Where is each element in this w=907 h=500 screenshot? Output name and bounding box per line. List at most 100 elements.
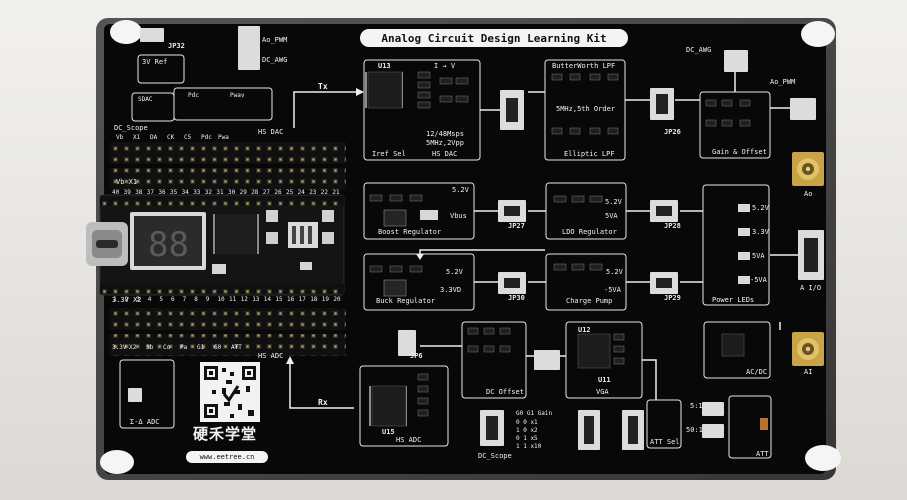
v33-x2-label: 3.3V X2 <box>112 296 142 304</box>
top-pin-num-1: 39 <box>123 189 131 196</box>
ai-label: AI <box>804 368 813 376</box>
top-pin-fn-6: Pwa <box>218 134 229 141</box>
standoff-bl <box>100 450 134 474</box>
bottom-pin-num-15: 16 <box>287 296 295 303</box>
bottom-pin-fn-1: X2 <box>129 344 137 351</box>
elliptic-label: Elliptic LPF <box>564 150 615 158</box>
gain-table-row-3: 0 1 x5 <box>516 435 538 442</box>
bottom-pin-fn-0: 3.3V <box>112 344 127 351</box>
pdc-label: Pdc <box>188 92 199 99</box>
boost-label: Boost Regulator <box>378 228 442 236</box>
bottom-pin-fn-6: G0 <box>214 344 222 351</box>
top-pin-num-17: 23 <box>309 189 317 196</box>
refdes-jp32: JP32 <box>168 42 185 50</box>
top-pin-num-9: 31 <box>216 189 224 196</box>
cp-voltage-1: 5.2V <box>606 268 623 276</box>
hs-adc-header-label: HS ADC <box>258 352 284 360</box>
bottom-pin-fn-5: G1 <box>197 344 205 351</box>
top-pin-num-13: 27 <box>262 189 271 196</box>
charge-pump-label: Charge Pump <box>566 297 613 305</box>
bottom-pin-num-16: 17 <box>298 296 306 303</box>
standoff-tr <box>801 21 835 47</box>
bottom-pin-fn-7: ATT <box>231 344 242 351</box>
buck-voltage-2: 3.3VD <box>440 286 462 294</box>
sdac-label: SDAC <box>138 96 153 103</box>
top-pin-fn-4: C5 <box>184 134 192 141</box>
bottom-pin-num-10: 11 <box>229 296 237 303</box>
bottom-pin-num-7: 8 <box>194 296 198 303</box>
refdes-u15: U15 <box>382 428 395 436</box>
dc-scope-label-left: DC_Scope <box>114 124 148 132</box>
bottom-pin-num-0: 1 <box>113 296 117 303</box>
bottom-pin-num-6: 7 <box>182 296 187 303</box>
refdes-jp27: JP27 <box>508 222 525 230</box>
top-pin-num-16: 24 <box>297 189 305 196</box>
sigma-adc-label: Σ-Δ ADC <box>130 418 160 426</box>
boost-voltage: 5.2V <box>452 186 469 194</box>
standoff-br <box>805 445 841 471</box>
bottom-pin-num-18: 19 <box>321 296 330 303</box>
brand-url: www.eetree.cn <box>186 451 268 463</box>
gain-table-row-4: 1 1 x10 <box>516 443 542 450</box>
rx-label: Rx <box>318 398 328 407</box>
top-pin-num-11: 29 <box>239 189 247 196</box>
board-title: Analog Circuit Design Learning Kit <box>360 29 628 47</box>
att-50-1-label: 50:1 <box>686 426 703 434</box>
bottom-pin-num-8: 9 <box>205 296 210 303</box>
top-pin-num-7: 33 <box>193 189 201 196</box>
dc-offset-label: DC Offset <box>486 388 524 396</box>
ldo-voltage-2: 5VA <box>605 212 618 220</box>
top-pin-num-18: 22 <box>320 189 329 196</box>
filter-order-label: 5MHz,5th Order <box>556 105 616 113</box>
top-pin-fn-2: DA <box>150 134 158 141</box>
bottom-pin-num-11: 12 <box>240 296 248 303</box>
bottom-pin-fn-3: Co <box>163 344 171 351</box>
butterworth-label: ButterWorth LPF <box>552 62 616 70</box>
refdes-jp29: JP29 <box>664 294 681 302</box>
refdes-jp28: JP28 <box>664 222 681 230</box>
hs-adc-label: HS ADC <box>396 436 422 444</box>
top-pin-num-15: 25 <box>286 189 294 196</box>
standoff-tl <box>110 20 142 44</box>
ldo-voltage-1: 5.2V <box>605 198 622 206</box>
ao-pwm-label-right: Ao_PWM <box>770 78 796 86</box>
top-pin-num-6: 34 <box>181 189 189 196</box>
tx-label: Tx <box>318 82 328 91</box>
led-3v3-label: 3.3V <box>752 228 769 236</box>
ref-3v-label: 3V Ref <box>142 58 168 66</box>
svg-text:88: 88 <box>148 225 189 265</box>
att-label: ATT <box>756 450 769 458</box>
top-pin-num-2: 38 <box>135 189 143 196</box>
top-pin-num-5: 35 <box>170 189 178 196</box>
dac-spec-2: 5MHz,2Vpp <box>426 139 464 147</box>
bottom-pin-num-14: 15 <box>275 296 283 303</box>
top-pin-fn-3: CK <box>167 134 175 141</box>
top-pin-num-12: 28 <box>251 189 259 196</box>
refdes-u13: U13 <box>378 62 391 70</box>
acdc-label: AC/DC <box>746 368 768 376</box>
vbus-label: Vbus <box>450 212 467 220</box>
bottom-pin-num-19: 20 <box>333 296 341 303</box>
bottom-pin-fn-2: Sb <box>146 344 154 351</box>
hs-dac-label: HS DAC <box>432 150 458 158</box>
bottom-pin-fn-4: Pa <box>180 344 188 351</box>
led-5v2-label: 5.2V <box>752 204 769 212</box>
bottom-pin-num-9: 10 <box>217 296 225 303</box>
brand-name: 硬禾学堂 <box>193 425 258 443</box>
top-pin-fn-1: X1 <box>133 134 141 141</box>
gain-table-row-2: 1 0 x2 <box>516 427 538 434</box>
gain-table-header: G0 G1 Gain <box>516 410 553 417</box>
bottom-pin-num-3: 4 <box>147 296 152 303</box>
top-pin-num-3: 37 <box>146 189 155 196</box>
top-pin-num-8: 32 <box>204 189 213 196</box>
refdes-jp26: JP26 <box>664 128 681 136</box>
bottom-pin-num-13: 14 <box>263 296 272 303</box>
dc-awg-label-right: DC_AWG <box>686 46 712 54</box>
hs-dac-header-label: HS DAC <box>258 128 284 136</box>
att-5-1-label: 5:1 <box>690 402 703 410</box>
ldo-label: LDO Regulator <box>562 228 617 236</box>
power-leds-label: Power LEDs <box>712 296 755 304</box>
dc-scope-label-bottom: DC_Scope <box>478 452 512 460</box>
top-pin-num-4: 36 <box>158 189 166 196</box>
vga-label: VGA <box>596 388 609 396</box>
